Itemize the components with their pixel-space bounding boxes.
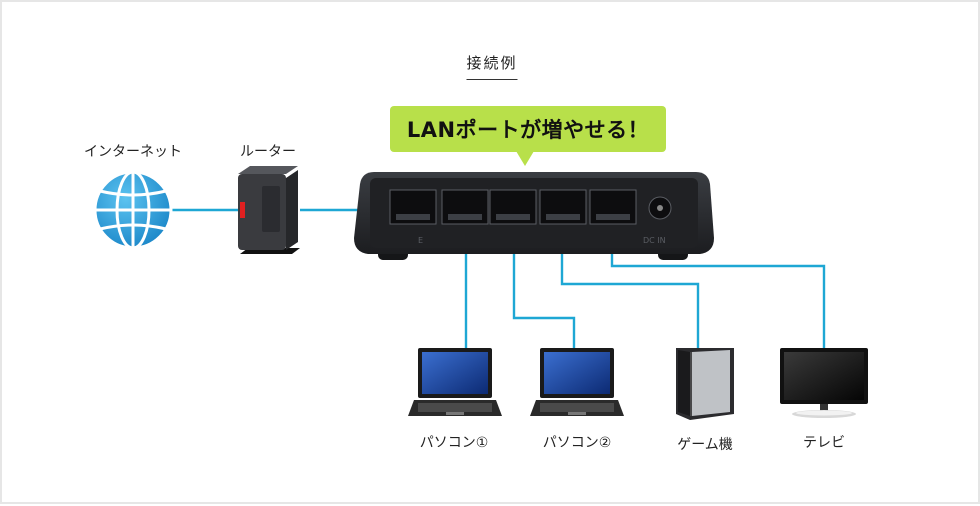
port-mark: E	[418, 236, 423, 245]
laptop-icon	[408, 348, 502, 416]
switching-hub: E DC IN	[354, 172, 714, 254]
diagram-title: 接続例	[466, 52, 518, 80]
pc1-label: パソコン①	[419, 435, 489, 451]
internet-label: インターネット	[84, 144, 182, 160]
globe-icon	[93, 170, 173, 250]
pc2-label: パソコン②	[542, 435, 612, 451]
game-label: ゲーム機	[677, 437, 733, 453]
game-console-icon	[676, 348, 734, 420]
power-label: DC IN	[643, 236, 666, 245]
router-icon	[238, 166, 300, 254]
router-label: ルーター	[240, 144, 296, 160]
laptop-icon	[530, 348, 624, 416]
cable-hub-pc2	[512, 208, 576, 350]
callout-badge: LANポートが増やせる！	[390, 106, 666, 166]
tv-label: テレビ	[803, 435, 845, 451]
tv-icon	[780, 348, 868, 418]
callout-text: LANポートが増やせる！	[406, 118, 650, 142]
